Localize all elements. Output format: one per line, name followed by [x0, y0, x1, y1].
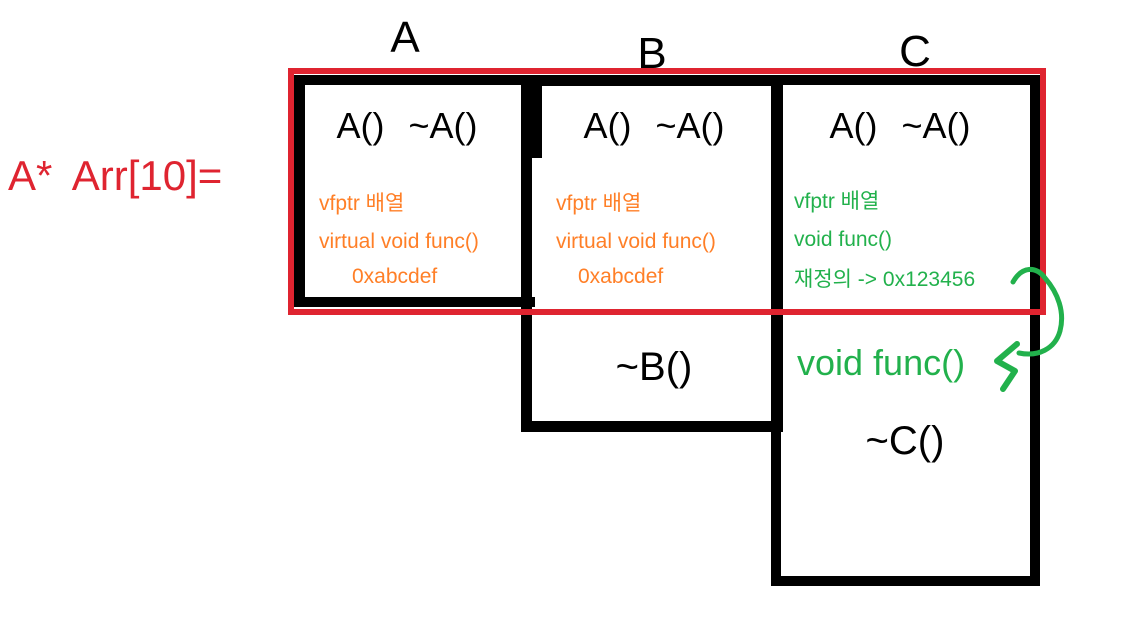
class-c-vfptr-line: vfptr 배열	[794, 190, 880, 213]
class-b-vfptr-line: vfptr 배열	[556, 192, 642, 215]
class-a-object-box	[294, 75, 535, 307]
class-c-override-address: 재정의 -> 0x123456	[794, 268, 976, 291]
class-c-constructors: A() ~A()	[829, 105, 971, 146]
array-slice-frame	[288, 68, 1046, 315]
class-a-func-address: 0xabcdef	[352, 265, 438, 288]
class-b-virtual-func-line: virtual void func()	[556, 230, 716, 253]
class-c-label: C	[899, 27, 931, 76]
class-a-constructors: A() ~A()	[336, 105, 478, 146]
class-a-virtual-func-line: virtual void func()	[319, 230, 479, 253]
class-c-func-line: void func()	[794, 228, 893, 251]
class-b-func-address: 0xabcdef	[578, 265, 664, 288]
class-a-vfptr-line: vfptr 배열	[319, 192, 405, 215]
class-a-label: A	[390, 13, 420, 62]
array-declaration-caption: A* Arr[10]=	[8, 152, 223, 199]
class-c-override-function: void func()	[797, 342, 966, 383]
box-edge-notch	[532, 75, 542, 158]
class-b-destructor: ~B()	[615, 345, 693, 389]
class-b-constructors: A() ~A()	[583, 105, 725, 146]
class-c-destructor: ~C()	[865, 419, 945, 463]
